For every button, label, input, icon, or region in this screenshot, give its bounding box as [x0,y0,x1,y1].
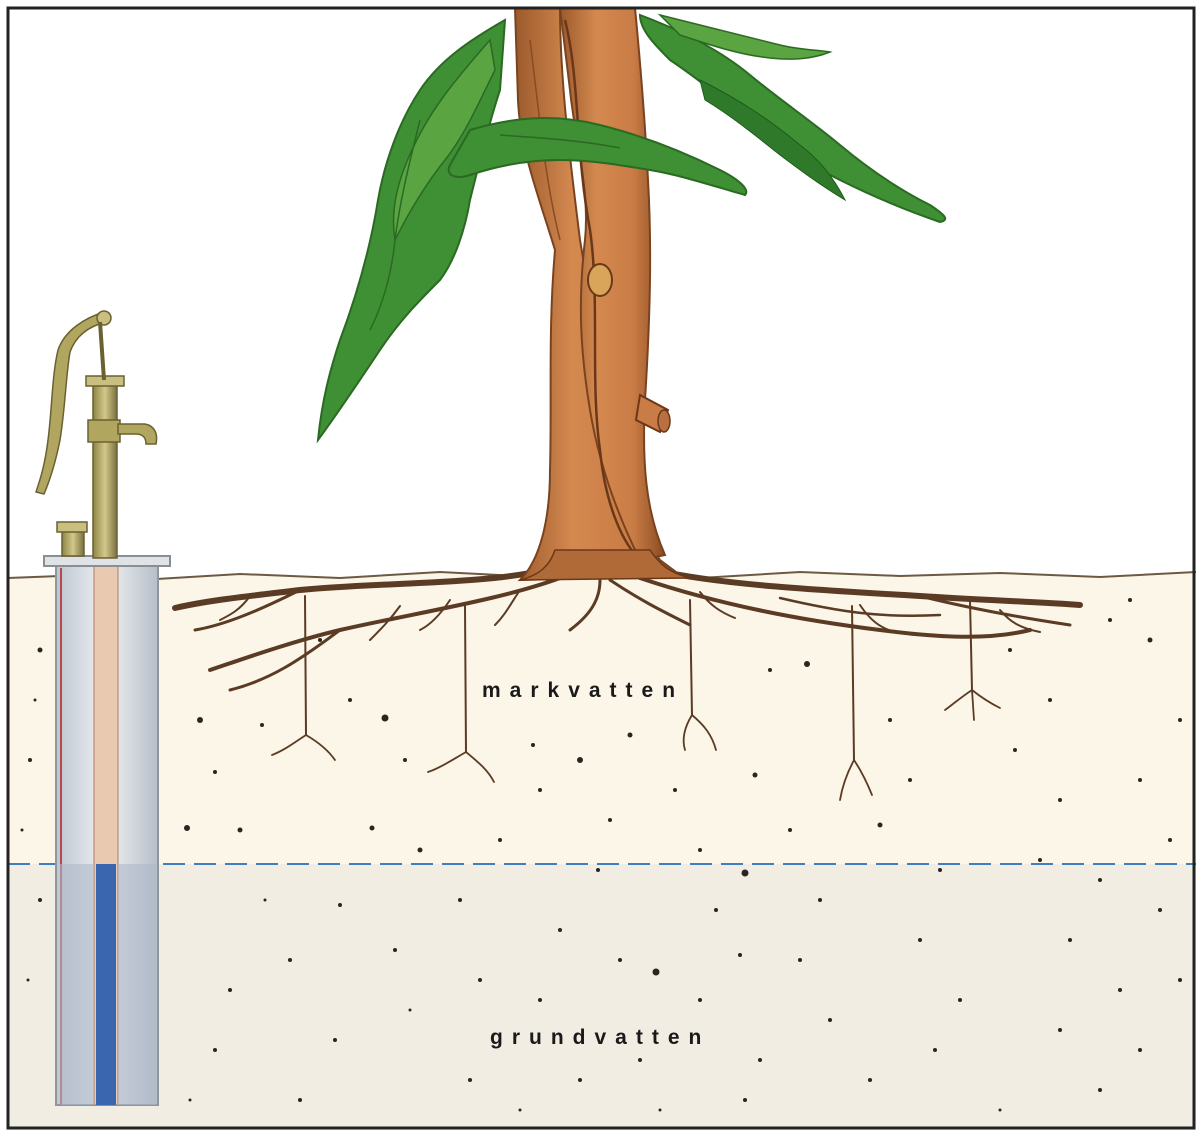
groundwater-label: grundvatten [490,1026,710,1050]
soil-water-label: markvatten [482,679,684,703]
groundwater-zone [8,864,1196,1130]
well-pipe-icon [56,565,158,1105]
